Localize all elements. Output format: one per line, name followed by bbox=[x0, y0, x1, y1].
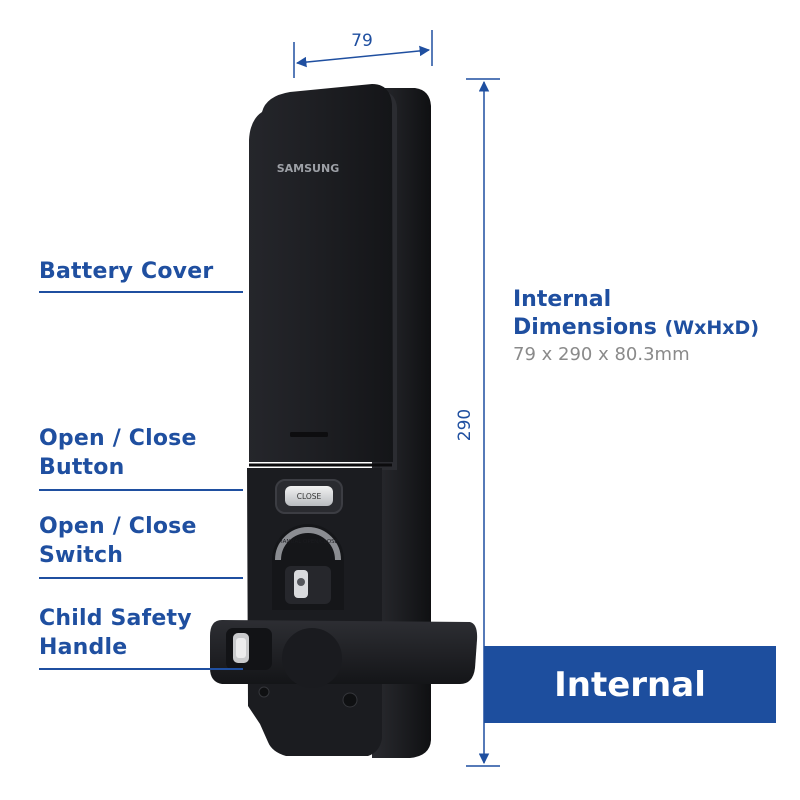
dimensions-title-line2: Dimensions (WxHxD) bbox=[513, 314, 759, 342]
battery-cover-label: Battery Cover bbox=[39, 259, 214, 284]
dimensions-title-word: Dimensions bbox=[513, 315, 657, 340]
open-close-switch-rule bbox=[39, 577, 243, 579]
open-close-switch-graphic: MANUAL OPEN/CLOSE bbox=[272, 524, 344, 610]
dimensions-value: 79 x 290 x 80.3mm bbox=[513, 344, 690, 365]
child-safety-handle-label-line1: Child Safety bbox=[39, 606, 192, 631]
child-safety-handle-label-line2: Handle bbox=[39, 635, 128, 660]
width-label: 79 bbox=[351, 31, 373, 51]
child-safety-handle-rule bbox=[39, 668, 243, 670]
open-close-button-label: Open / Close Button bbox=[39, 424, 197, 482]
child-safety-handle-graphic bbox=[210, 620, 478, 688]
internal-dimensions-title: Internal Dimensions (WxHxD) bbox=[513, 286, 759, 342]
switch-ring-text: MANUAL OPEN/CLOSE bbox=[278, 539, 339, 545]
open-close-switch-label-line2: Switch bbox=[39, 543, 124, 568]
open-close-switch-label: Open / Close Switch bbox=[39, 512, 197, 570]
open-close-button-label-line2: Button bbox=[39, 455, 125, 480]
internal-banner: Internal bbox=[484, 646, 776, 723]
open-close-switch-label-line1: Open / Close bbox=[39, 514, 197, 539]
dimensions-title-line1: Internal bbox=[513, 287, 612, 312]
width-dimension: 79 bbox=[293, 30, 433, 78]
close-button-text: CLOSE bbox=[297, 492, 322, 501]
open-close-button-rule bbox=[39, 489, 243, 491]
height-label: 290 bbox=[455, 409, 475, 441]
child-safety-handle-label: Child Safety Handle bbox=[39, 604, 192, 662]
open-close-button-label-line1: Open / Close bbox=[39, 426, 197, 451]
close-button-graphic: CLOSE bbox=[275, 479, 343, 514]
brand-logo: SAMSUNG bbox=[277, 162, 339, 175]
battery-cover-rule bbox=[39, 291, 243, 293]
dimensions-title-suffix: (WxHxD) bbox=[664, 317, 760, 339]
